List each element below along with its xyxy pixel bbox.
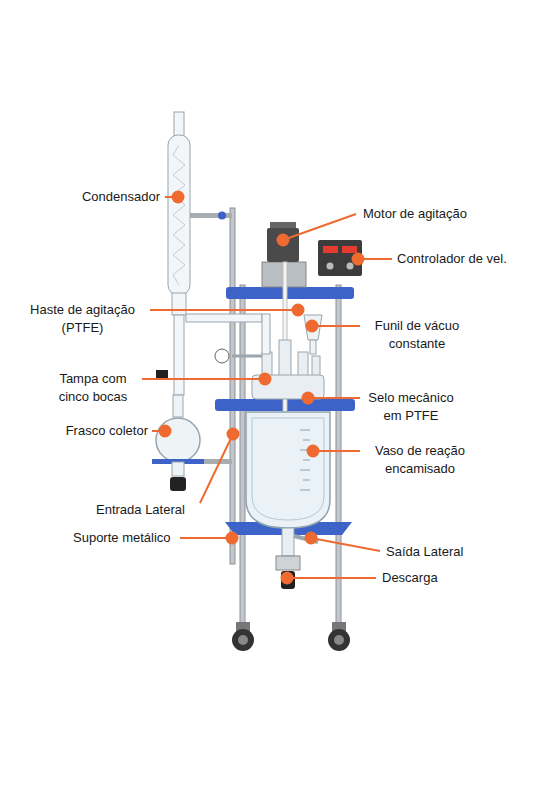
condenser-stand bbox=[200, 459, 232, 464]
reactor-frame bbox=[240, 285, 245, 625]
leader-line bbox=[142, 378, 265, 380]
lid bbox=[279, 340, 291, 376]
part-label: Haste de agitação (PTFE) bbox=[20, 301, 145, 337]
speed-controller bbox=[347, 263, 354, 270]
part-label: Vaso de reação encamisado bbox=[362, 442, 478, 478]
condenser bbox=[168, 135, 190, 295]
lid bbox=[298, 352, 308, 376]
part-label: Saída Lateral bbox=[386, 543, 463, 561]
jacketed-vessel bbox=[303, 440, 310, 441]
part-label: Controlador de vel. bbox=[397, 250, 507, 268]
callout-dot bbox=[277, 234, 290, 247]
leader-line bbox=[180, 537, 232, 539]
part-label: Frasco coletor bbox=[66, 422, 148, 440]
callout-dot bbox=[159, 191, 365, 585]
collector-flask bbox=[170, 477, 186, 491]
part-label: Selo mecânico em PTFE bbox=[364, 389, 458, 425]
lid bbox=[312, 356, 320, 376]
discharge-valve bbox=[276, 556, 300, 570]
speed-controller bbox=[323, 246, 338, 253]
jacketed-vessel bbox=[300, 470, 310, 471]
callout-dot bbox=[306, 320, 319, 333]
speed-controller bbox=[342, 246, 357, 253]
part-label: Descarga bbox=[382, 569, 438, 587]
jacketed-vessel bbox=[300, 490, 310, 491]
callout-dot bbox=[159, 425, 172, 438]
jacketed-vessel bbox=[300, 430, 310, 431]
jacketed-vessel bbox=[303, 480, 310, 481]
callout-dot bbox=[292, 304, 305, 317]
part-label: Suporte metálico bbox=[73, 529, 171, 547]
casters bbox=[238, 635, 248, 645]
condenser-stand bbox=[230, 208, 235, 564]
casters bbox=[334, 635, 344, 645]
leader-line bbox=[287, 577, 376, 579]
collector-flask bbox=[172, 462, 184, 476]
condenser bbox=[172, 293, 186, 315]
collector-flask bbox=[173, 395, 183, 417]
jacketed-vessel bbox=[303, 460, 310, 461]
callout-dot bbox=[352, 253, 365, 266]
leader-line bbox=[311, 538, 380, 551]
callout-dot bbox=[281, 572, 294, 585]
discharge-valve bbox=[281, 571, 295, 589]
vacuum-funnel bbox=[304, 315, 322, 340]
jacketed-vessel bbox=[300, 430, 310, 490]
speed-controller bbox=[327, 263, 334, 270]
jacketed-vessel bbox=[252, 418, 324, 520]
casters bbox=[328, 629, 350, 651]
reactor-frame bbox=[336, 285, 341, 625]
callout-dot bbox=[172, 191, 185, 204]
condenser bbox=[173, 145, 185, 285]
condenser bbox=[156, 370, 168, 378]
callout-dot bbox=[227, 428, 240, 441]
condenser-stand bbox=[218, 212, 226, 220]
vacuum-funnel bbox=[310, 340, 316, 354]
lid bbox=[215, 349, 229, 363]
part-label: Tampa com cinco bocas bbox=[50, 370, 136, 406]
condenser bbox=[262, 314, 270, 354]
leader-line bbox=[312, 325, 360, 327]
stirring-motor bbox=[267, 228, 299, 262]
leader-line bbox=[200, 434, 233, 503]
casters bbox=[232, 629, 254, 651]
callout-dot bbox=[302, 392, 315, 405]
leader-line bbox=[150, 309, 298, 311]
discharge-valve bbox=[276, 528, 318, 589]
callout-dot bbox=[226, 532, 239, 545]
lid bbox=[232, 355, 262, 358]
leader-line bbox=[308, 397, 360, 399]
part-label: Entrada Lateral bbox=[96, 501, 185, 519]
callout-dot bbox=[307, 445, 320, 458]
part-label: Motor de agitação bbox=[363, 205, 467, 223]
leader-line bbox=[283, 214, 356, 240]
part-label: Condensador bbox=[82, 188, 160, 206]
collector-flask bbox=[152, 395, 204, 491]
vacuum-funnel bbox=[304, 315, 322, 354]
leader-line bbox=[142, 197, 392, 578]
jacketed-vessel bbox=[246, 412, 330, 528]
casters bbox=[232, 622, 350, 651]
collector-flask bbox=[156, 418, 200, 462]
condenser bbox=[156, 112, 270, 395]
jacketed-vessel bbox=[246, 412, 330, 528]
condenser bbox=[174, 112, 184, 137]
callout-dot bbox=[305, 532, 318, 545]
part-label: Funil de vácuo constante bbox=[362, 317, 472, 353]
condenser bbox=[174, 315, 184, 395]
reactor-frame bbox=[226, 287, 354, 299]
discharge-valve bbox=[282, 528, 294, 556]
callout-dot bbox=[259, 373, 272, 386]
leader-line bbox=[313, 450, 360, 452]
lid bbox=[262, 352, 272, 376]
condenser bbox=[186, 314, 262, 322]
condenser-stand bbox=[186, 208, 235, 564]
